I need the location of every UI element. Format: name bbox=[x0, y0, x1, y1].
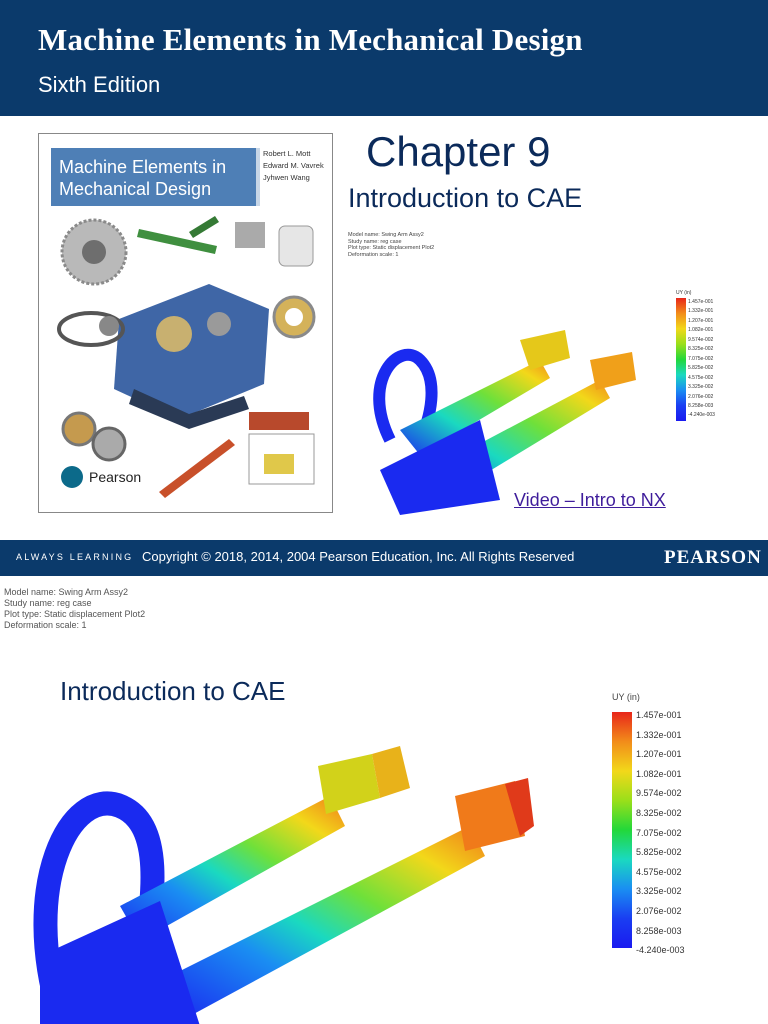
legend-labels: 1.457e-001 1.332e-001 1.207e-001 1.082e-… bbox=[688, 298, 715, 421]
legend-label: 9.574e-002 bbox=[688, 336, 714, 343]
chapter-title: Chapter 9 bbox=[366, 128, 551, 175]
slide-2-title: Introduction to CAE bbox=[60, 676, 286, 706]
header-title: Machine Elements in Mechanical Design bbox=[38, 22, 583, 57]
chapter-subtitle: Introduction to CAE bbox=[348, 183, 583, 213]
legend-label: 8.258e-003 bbox=[688, 402, 714, 409]
book-cover-art bbox=[57, 216, 316, 498]
slide-2: Model name: Swing Arm Assy2 Study name: … bbox=[0, 576, 768, 1024]
book-authors: Robert L. Mott Edward M. Vavrek Jyhwen W… bbox=[263, 149, 324, 182]
legend-label: -4.240e-003 bbox=[636, 945, 685, 956]
legend-label: 1.457e-001 bbox=[636, 710, 682, 720]
legend-label: 8.258e-003 bbox=[636, 925, 682, 936]
pearson-logo-icon bbox=[61, 466, 83, 488]
legend-label: 1.082e-001 bbox=[688, 327, 714, 334]
legend-label: 3.325e-002 bbox=[636, 886, 682, 897]
header-subtitle: Sixth Edition bbox=[38, 72, 161, 97]
model-info-large: Model name: Swing Arm Assy2 Study name: … bbox=[4, 587, 146, 630]
book-publisher: Pearson bbox=[89, 469, 142, 485]
swing-arm-model-large bbox=[33, 746, 534, 1024]
always-learning: ALWAYS LEARNING bbox=[16, 552, 134, 562]
legend-label: 1.207e-001 bbox=[636, 749, 682, 760]
legend-label: 1.082e-001 bbox=[636, 768, 682, 779]
legend-label: 3.325e-002 bbox=[688, 384, 714, 391]
edition-tab bbox=[256, 148, 260, 206]
model-info: Model name: Swing Arm Assy2 Study name: … bbox=[348, 232, 435, 258]
legend-color-bar bbox=[676, 298, 686, 421]
legend-title: UY (in) bbox=[676, 290, 692, 296]
legend-label: 8.325e-002 bbox=[688, 346, 714, 353]
book-cover: Machine Elements in Mechanical Design Ro… bbox=[38, 133, 333, 513]
pearson-brand: PEARSON bbox=[664, 547, 762, 568]
legend-label: 1.457e-001 bbox=[688, 299, 714, 305]
legend-color-bar-large bbox=[612, 712, 632, 948]
legend-label: -4.240e-003 bbox=[688, 412, 715, 419]
book-title: Machine Elements in Mechanical Design bbox=[59, 157, 227, 199]
legend-label: 7.075e-002 bbox=[688, 355, 714, 362]
legend-label: 5.825e-002 bbox=[688, 365, 714, 372]
legend-label: 4.575e-002 bbox=[636, 866, 682, 877]
legend-label: 1.332e-001 bbox=[636, 729, 682, 740]
slide-footer: ALWAYS LEARNING Copyright © 2018, 2014, … bbox=[0, 540, 768, 576]
legend-label: 2.076e-002 bbox=[636, 905, 682, 916]
legend-label: 4.575e-002 bbox=[688, 374, 714, 381]
legend-label: 7.075e-002 bbox=[636, 827, 682, 838]
copyright-text: Copyright © 2018, 2014, 2004 Pearson Edu… bbox=[142, 549, 575, 564]
book-title-band: Machine Elements in Mechanical Design bbox=[51, 148, 256, 206]
legend-label: 9.574e-002 bbox=[636, 788, 682, 799]
swing-arm-model bbox=[373, 330, 636, 515]
legend-label: 8.325e-002 bbox=[636, 807, 682, 818]
legend-label: 5.825e-002 bbox=[636, 847, 682, 858]
legend-label: 1.332e-001 bbox=[688, 308, 714, 315]
legend-labels-large: 1.457e-001 1.332e-001 1.207e-001 1.082e-… bbox=[636, 706, 685, 961]
video-link[interactable]: Video – Intro to NX bbox=[514, 490, 666, 510]
legend-title-large: UY (in) bbox=[612, 692, 640, 702]
legend-label: 2.076e-002 bbox=[688, 393, 714, 400]
slide-1: Machine Elements in Mechanical Design Si… bbox=[0, 0, 768, 576]
slide-header: Machine Elements in Mechanical Design Si… bbox=[0, 0, 768, 116]
legend-label: 1.207e-001 bbox=[688, 317, 714, 324]
